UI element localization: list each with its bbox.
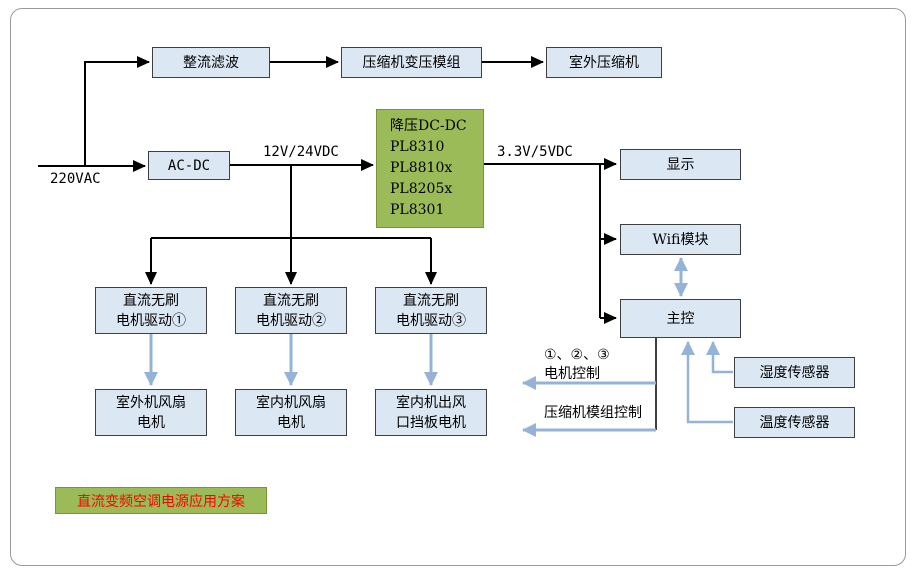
node-compressor-transformer-module: 压缩机变压模组 <box>341 47 482 78</box>
node-outdoor-fan-motor: 室外机风扇 电机 <box>95 389 207 436</box>
label-input-voltage: 220VAC <box>50 171 101 187</box>
node-motor-driver-1: 直流无刷 电机驱动① <box>95 287 207 334</box>
node-main-control: 主控 <box>620 299 741 338</box>
node-outdoor-compressor: 室外压缩机 <box>546 47 662 78</box>
node-motor-driver-2: 直流无刷 电机驱动② <box>235 287 347 334</box>
node-display: 显示 <box>620 149 741 180</box>
node-indoor-fan-motor: 室内机风扇 电机 <box>235 389 347 436</box>
node-temperature-sensor: 温度传感器 <box>734 407 855 438</box>
node-indoor-vent-baffle-motor: 室内机出风 口挡板电机 <box>375 389 487 436</box>
node-rectifier-filter: 整流滤波 <box>152 47 270 78</box>
node-humidity-sensor: 湿度传感器 <box>734 357 855 388</box>
node-wifi-module: Wifi模块 <box>620 224 741 255</box>
node-ac-dc: AC-DC <box>148 151 230 180</box>
diagram-title-banner: 直流变频空调电源应用方案 <box>55 487 267 514</box>
label-motor-control: ①、②、③ 电机控制 <box>544 347 610 382</box>
node-motor-driver-3: 直流无刷 电机驱动③ <box>375 287 487 334</box>
node-buck-dc-dc: 降压DC-DC PL8310 PL8810x PL8205x PL8301 <box>376 109 484 228</box>
label-logic-voltage: 3.3V/5VDC <box>497 144 573 160</box>
label-compressor-control: 压缩机模组控制 <box>544 405 642 421</box>
label-bus-voltage: 12V/24VDC <box>263 144 339 160</box>
diagram-frame <box>10 8 906 566</box>
